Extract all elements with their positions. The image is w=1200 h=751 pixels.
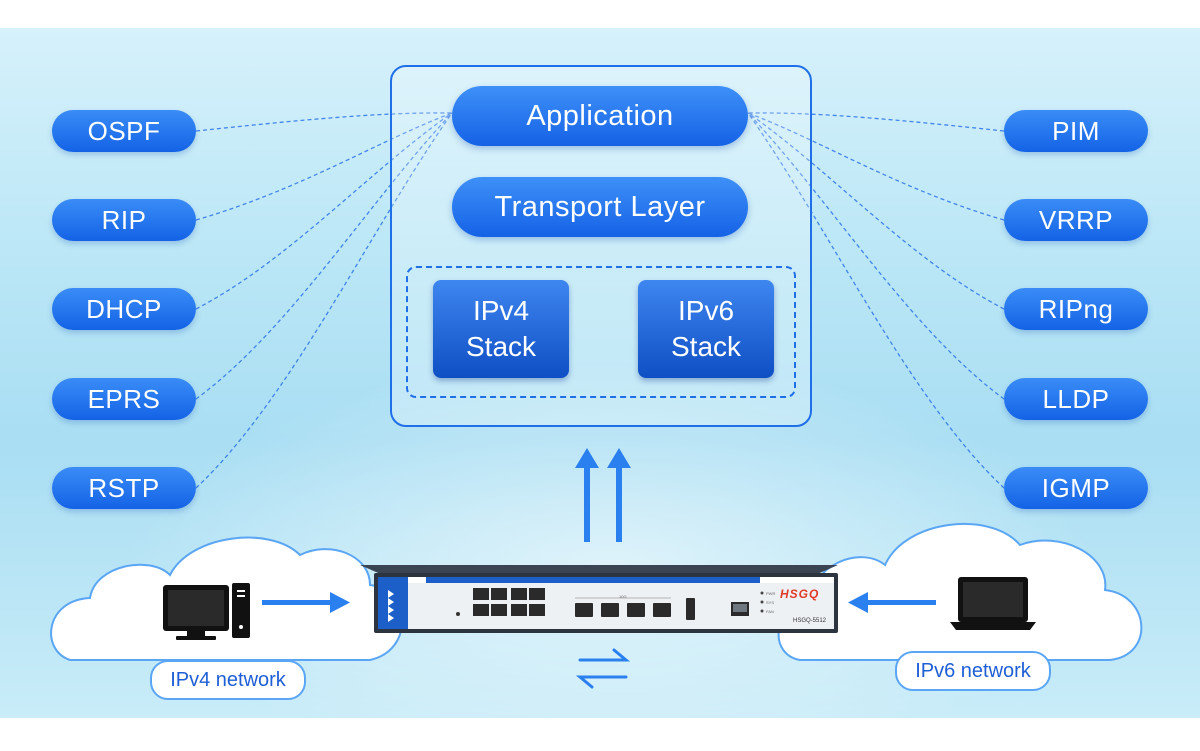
protocol-vrrp: VRRP xyxy=(1004,199,1148,241)
protocol-eprs: EPRS xyxy=(52,378,196,420)
led-label-sys: SYS xyxy=(766,600,775,605)
led-label-pwr: PWR xyxy=(766,591,776,596)
application-layer: Application xyxy=(452,86,748,146)
ipv6-to-switch-arrow xyxy=(848,592,936,613)
exchange-arrows-icon xyxy=(575,648,631,689)
ipv4-stack-line2: Stack xyxy=(465,331,537,362)
switch-stripe-pattern xyxy=(426,577,760,583)
protocol-pim: PIM xyxy=(1004,110,1148,152)
dual-stack-group xyxy=(406,266,796,398)
link-rstp-application xyxy=(195,112,453,489)
ipv4-stack: IPv4 Stack xyxy=(433,280,569,378)
switch-model-label: HSGQ-5512 xyxy=(793,618,827,624)
ipv6-network-label: IPv6 network xyxy=(895,651,1051,691)
protocol-lldp: LLDP xyxy=(1004,378,1148,420)
led-label-fan: FAN xyxy=(766,609,774,614)
protocol-igmp: IGMP xyxy=(1004,467,1148,509)
rj45-ports xyxy=(473,588,545,616)
protocol-rip: RIP xyxy=(52,199,196,241)
protocol-ospf: OSPF xyxy=(52,110,196,152)
link-ospf-application xyxy=(195,112,453,132)
ipv6-stack-line1: IPv6 xyxy=(677,295,735,326)
link-lldp-application xyxy=(747,112,1005,400)
link-dhcp-application xyxy=(195,112,453,310)
upward-arrows xyxy=(575,448,631,542)
protocol-rstp: RSTP xyxy=(52,467,196,509)
link-igmp-application xyxy=(747,112,1005,489)
protocol-ripng: RIPng xyxy=(1004,288,1148,330)
ipv6-stack-line2: Stack xyxy=(670,331,742,362)
link-pim-application xyxy=(747,112,1005,132)
network-switch xyxy=(360,565,838,633)
ipv4-to-switch-arrow xyxy=(262,592,350,613)
link-ripng-application xyxy=(747,112,1005,310)
ipv4-network-label: IPv4 network xyxy=(150,660,306,700)
desktop-pc-icon xyxy=(163,583,250,640)
link-eprs-application xyxy=(195,112,453,400)
ipv4-stack-line1: IPv4 xyxy=(472,295,530,326)
protocol-dhcp: DHCP xyxy=(52,288,196,330)
laptop-icon xyxy=(950,577,1036,630)
link-rip-application xyxy=(195,112,453,221)
sfp-group-label: 10G xyxy=(619,594,627,599)
ipv6-stack: IPv6 Stack xyxy=(638,280,774,378)
transport-layer: Transport Layer xyxy=(452,177,748,237)
sfp-ports xyxy=(575,603,671,617)
link-vrrp-application xyxy=(747,112,1005,221)
switch-brand-logo: HSGQ xyxy=(780,587,820,601)
